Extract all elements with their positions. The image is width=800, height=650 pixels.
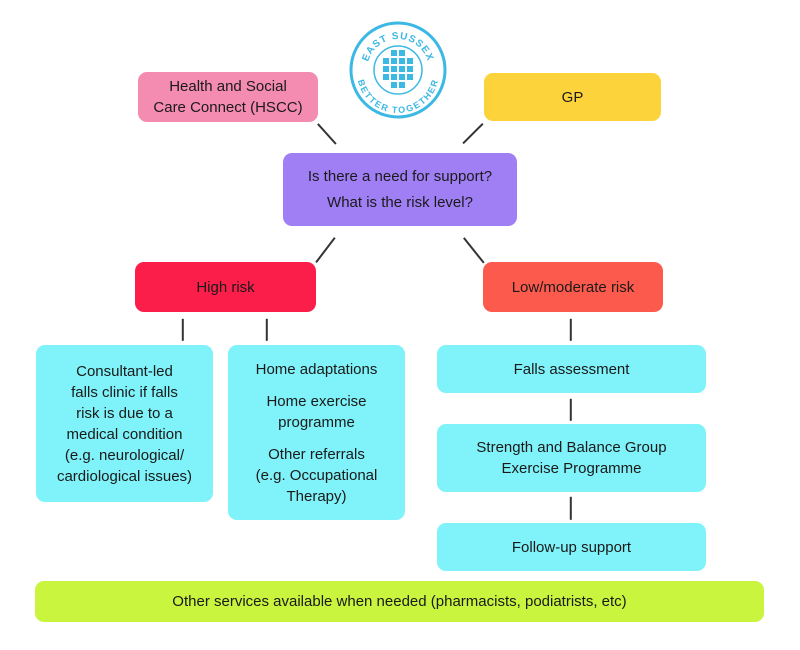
node-text-line: cardiological issues) (56, 467, 193, 485)
consultant-led-falls-clinic-node: Consultant-led falls clinic if falls risk … (36, 345, 213, 502)
node-text-line: Exercise Programme (501, 460, 642, 477)
connector-high_risk-to-home (266, 318, 268, 341)
node-text-line: Therapy) (286, 487, 347, 505)
node-text-line: High risk (196, 278, 255, 296)
connector-high_risk-to-consultant (182, 318, 184, 341)
connector-need-to-low_risk (463, 237, 485, 264)
logo-cross-grid-icon (383, 50, 413, 88)
node-text-line: Strength and Balance Group (476, 439, 667, 456)
low-moderate-risk-node: Low/moderate risk (483, 262, 663, 312)
node-text-line: medical condition (66, 425, 183, 443)
node-text-line: GP (561, 88, 584, 106)
node-text-line: Home adaptations (255, 360, 378, 378)
connector-falls_assessment-to-strength_balance (570, 398, 572, 421)
node-text-line: What is the risk level? (327, 193, 473, 211)
node-text-line: Other services available when needed (ph… (172, 593, 627, 610)
node-text-line: Is there a need for support? (307, 167, 493, 185)
node-text-line: programme (278, 413, 355, 431)
connector-low_risk-to-falls_assessment (570, 318, 572, 341)
node-text-line: Falls assessment (513, 360, 630, 378)
node-text-line: Health and Social (169, 78, 287, 95)
falls-assessment-node: Falls assessment (437, 345, 706, 393)
node-text-line: Other referrals (268, 445, 365, 463)
connector-strength_balance-to-followup (570, 496, 572, 520)
node-text-line: Follow-up support (511, 538, 632, 556)
connector-need-to-high_risk (315, 237, 336, 264)
high-risk-node: High risk (135, 262, 316, 312)
follow-up-support-node: Follow-up support (437, 523, 706, 571)
gp-node: GP (484, 73, 661, 121)
need-for-support-node: Is there a need for support? What is the … (283, 153, 517, 226)
node-text-line: Home exercise (266, 392, 367, 410)
node-text-line: (e.g. Occupational (255, 466, 378, 484)
east-sussex-better-together-logo: EAST SUSSEX BETTER TOGETHER (349, 21, 447, 119)
node-text-line: (e.g. neurological/ (64, 446, 185, 464)
node-text-line: risk is due to a (76, 404, 173, 422)
other-services-banner: Other services available when needed (ph… (35, 581, 764, 622)
node-text-line: falls clinic if falls (71, 383, 178, 401)
node-text-line: Care Connect (HSCC) (153, 99, 303, 116)
node-text-line: Low/moderate risk (511, 278, 635, 296)
connector-gp-to-need (462, 123, 484, 145)
connector-hscc-to-need (317, 123, 337, 145)
node-text-line: Consultant-led (76, 362, 173, 380)
